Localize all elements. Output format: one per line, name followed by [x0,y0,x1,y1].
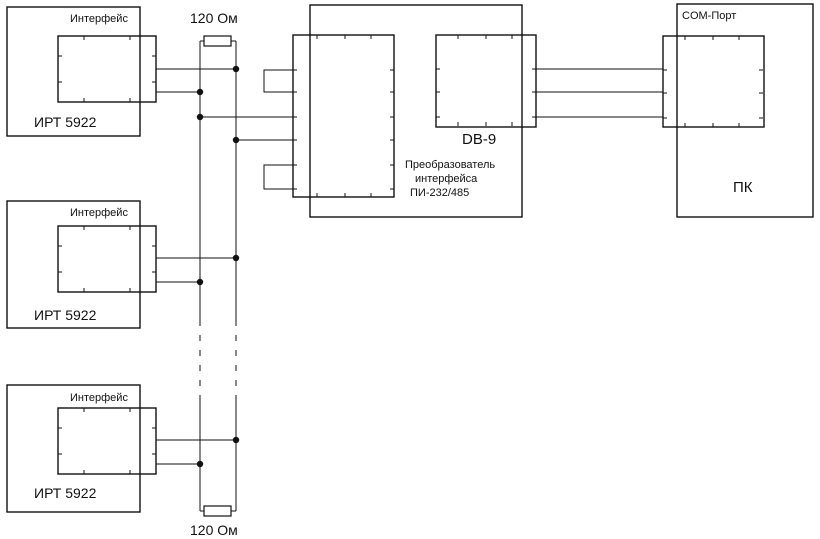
device-3-interface-label: Интерфейс [70,392,128,404]
device-2-body [6,200,141,329]
com-port-module [662,35,765,128]
resistor-bottom-label: 120 Ом [190,522,238,538]
device-3-label: ИРТ 5922 [34,485,97,501]
device-2-label: ИРТ 5922 [34,307,97,323]
bus-to-converter-wires [200,116,293,141]
device-2: Интерфейс ИРТ 5922 [6,200,157,329]
pin-ticks [58,35,763,474]
db9-to-com-wires [536,68,663,118]
device-3-body [6,384,141,513]
db9-connector [435,34,537,128]
termination-resistor-top: 120 Ом [190,10,238,47]
com-port-label: COM-Порт [682,10,736,22]
pc: COM-Порт ПК [662,3,814,218]
device-1: Интерфейс ИРТ 5922 [6,6,157,137]
resistor-bottom-symbol [203,505,232,517]
junction-dot [196,113,204,121]
converter-name-line-3: ПИ-232/485 [410,187,469,199]
converter-jumper-top [263,69,293,93]
resistor-top-label: 120 Ом [190,10,238,26]
db9-label: DB-9 [462,131,496,148]
pc-body [676,3,814,218]
device-1-interface-module [57,35,157,103]
device-1-body [6,6,141,137]
junction-dots [196,65,240,468]
junction-dot [196,460,204,468]
junction-dot [232,136,240,144]
converter-name-line-1: Преобразователь [405,159,495,171]
junction-dot [232,254,240,262]
converter-jumper-bottom [263,164,293,190]
device-1-label: ИРТ 5922 [34,114,97,130]
device-3: Интерфейс ИРТ 5922 [6,384,157,513]
bus-lines [199,41,237,511]
converter-name-line-2: интерфейса [415,173,478,185]
device-3-interface-module [57,407,157,475]
converter-body [309,4,523,218]
converter-rs485-module [292,34,395,198]
junction-dot [232,436,240,444]
device-2-interface-label: Интерфейс [70,207,128,219]
junction-dot [196,88,204,96]
device-2-interface-module [57,225,157,293]
device-1-interface-label: Интерфейс [70,13,128,25]
converter: DB-9 Преобразователь интерфейса ПИ-232/4… [263,4,537,218]
junction-dot [196,278,204,286]
termination-resistor-bottom: 120 Ом [190,505,238,538]
pc-label: ПК [733,179,753,196]
junction-dot [232,65,240,73]
resistor-top-symbol [203,35,232,47]
device-taps [156,68,236,465]
